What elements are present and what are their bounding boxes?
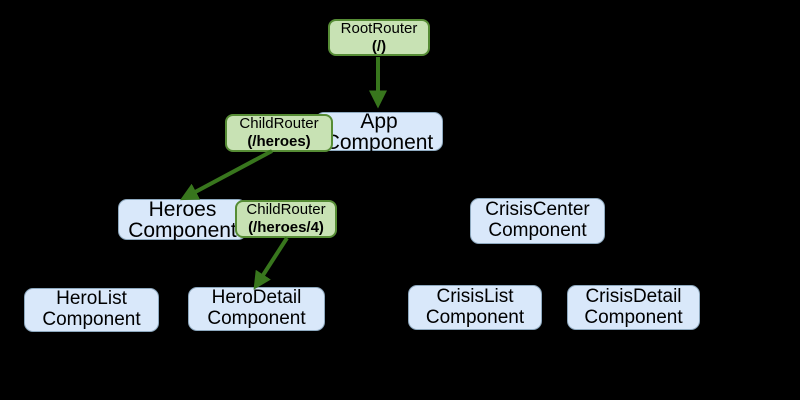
node-label-line1: HeroList [56,288,127,310]
node-app-component: App Component [315,109,443,154]
node-crisis-list-component: CrisisList Component [408,285,542,330]
node-label-line1: RootRouter [340,19,418,37]
node-crisis-detail-component: CrisisDetail Component [567,285,700,330]
node-label-line1: CrisisList [436,285,514,307]
node-label-line2: Component [128,218,237,242]
node-label-line1: ChildRouter [239,115,319,133]
node-label-line2: Component [324,130,434,154]
node-label-line1: CrisisCenter [485,199,590,221]
node-label-line2: Component [207,308,306,329]
node-label-line1: HeroDetail [211,287,302,309]
node-child-router-heroes: ChildRouter (/heroes) [225,114,333,152]
node-label-line2: Component [584,306,683,328]
arrow-child-router-heroes4-to-hero-detail-component [253,236,289,290]
node-label-line1: App [360,109,398,133]
node-root-router: RootRouter (/) [328,19,430,56]
node-label-line1: CrisisDetail [585,285,682,307]
node-label-line2: Component [425,306,525,328]
node-label-line2: (/heroes) [247,133,311,150]
node-heroes-component: Heroes Component [118,197,247,242]
node-label-line2: (/) [371,37,387,55]
node-crisis-center-component: CrisisCenter Component [470,198,605,244]
node-label-line2: (/heroes/4) [248,219,324,236]
node-label-line1: ChildRouter [246,201,326,219]
node-hero-detail-component: HeroDetail Component [188,287,325,331]
node-child-router-heroes4: ChildRouter (/heroes/4) [235,200,337,238]
arrow-child-router-heroes-to-heroes-component [180,149,273,201]
node-hero-list-component: HeroList Component [24,288,159,332]
node-label-line2: Component [42,309,141,330]
node-label-line2: Component [488,220,587,241]
node-label-line1: Heroes [148,197,217,221]
